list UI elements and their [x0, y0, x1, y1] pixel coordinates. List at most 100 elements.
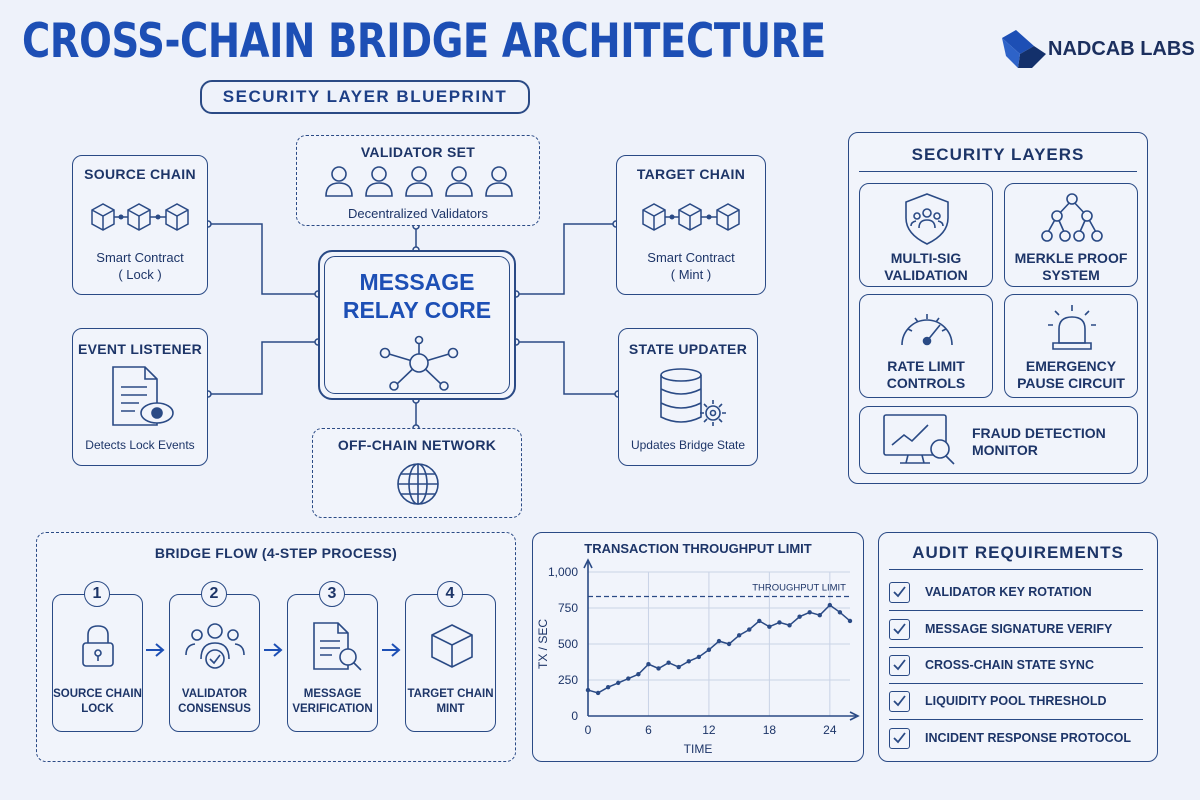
checkbox-checked-icon	[889, 619, 910, 640]
data-point	[736, 633, 742, 638]
data-point	[817, 613, 822, 618]
target-chain-line2: ( Mint )	[670, 267, 712, 282]
gauge-icon	[901, 314, 953, 346]
consensus-users-icon	[185, 623, 245, 669]
data-point	[626, 676, 631, 681]
audit-title: AUDIT REQUIREMENTS	[912, 543, 1124, 562]
logo-text: NADCAB LABS	[1048, 38, 1195, 60]
checkbox-checked-icon	[889, 655, 910, 676]
x-tick-label: 24	[823, 723, 837, 737]
y-tick-label: 1,000	[548, 565, 578, 579]
lock-icon	[82, 625, 114, 667]
validator-set-card: VALIDATOR SET Decentralized Validators	[296, 135, 540, 226]
data-point	[747, 627, 752, 632]
data-point	[787, 623, 792, 628]
x-axis-arrow	[849, 711, 860, 721]
data-point	[585, 687, 591, 693]
data-point	[767, 624, 772, 629]
data-point	[726, 641, 732, 647]
data-point	[757, 618, 762, 624]
event-listener-card: EVENT LISTENER Detects Lock Events	[72, 328, 208, 466]
y-tick-label: 500	[558, 637, 578, 651]
network-hub-icon	[379, 335, 459, 391]
data-point	[636, 672, 641, 677]
validators-icon	[325, 166, 513, 197]
x-tick-label: 0	[585, 723, 592, 737]
validator-set-caption: Decentralized Validators	[348, 206, 488, 221]
target-chain-line1: Smart Contract	[647, 250, 735, 265]
y-axis-arrow	[583, 558, 593, 569]
x-tick-label: 18	[763, 723, 777, 737]
document-eye-icon	[112, 366, 174, 426]
bridge-flow-title: BRIDGE FLOW (4-STEP PROCESS)	[154, 545, 398, 561]
blocks-chain-icon	[642, 203, 740, 231]
source-chain-card: SOURCE CHAIN Smart Contract ( Lock )	[72, 155, 208, 295]
audit-item: MESSAGE SIGNATURE VERIFY	[889, 614, 1143, 648]
database-gear-icon	[660, 368, 726, 426]
chart-title: TRANSACTION THROUGHPUT LIMIT	[584, 541, 812, 556]
document-search-icon	[313, 622, 362, 671]
checkbox-checked-icon	[889, 582, 910, 603]
step-number: 3	[319, 581, 345, 607]
data-point	[656, 666, 661, 671]
checkbox-checked-icon	[889, 691, 910, 712]
step-number: 4	[437, 581, 463, 607]
source-chain-title: SOURCE CHAIN	[84, 166, 196, 182]
state-updater-caption: Updates Bridge State	[630, 438, 746, 452]
y-axis-label: TX / SEC	[536, 619, 550, 669]
data-point	[777, 620, 782, 625]
data-point	[686, 659, 691, 664]
data-point	[605, 685, 611, 690]
x-tick-label: 12	[702, 723, 716, 737]
validator-set-title: VALIDATOR SET	[360, 144, 476, 160]
offchain-network-card: OFF-CHAIN NETWORK	[312, 428, 522, 518]
data-point	[807, 610, 812, 615]
globe-icon	[397, 463, 439, 505]
y-tick-label: 750	[558, 601, 578, 615]
blocks-chain-icon	[91, 203, 189, 231]
event-listener-caption: Detects Lock Events	[85, 438, 195, 452]
data-point	[847, 618, 853, 624]
nadcab-logo-icon	[1002, 30, 1046, 68]
target-chain-card: TARGET CHAIN Smart Contract ( Mint )	[616, 155, 766, 295]
data-point	[696, 654, 702, 660]
relay-core-card: MESSAGE RELAY CORE	[318, 250, 516, 400]
target-chain-title: TARGET CHAIN	[636, 166, 746, 182]
audit-item: LIQUIDITY POOL THRESHOLD	[889, 686, 1143, 720]
relay-core-title: MESSAGE RELAY CORE	[342, 269, 492, 323]
x-tick-label: 6	[645, 723, 652, 737]
audit-item: INCIDENT RESPONSE PROTOCOL	[889, 723, 1143, 756]
data-point	[837, 610, 843, 615]
data-point	[676, 664, 681, 670]
step-number: 2	[201, 581, 227, 607]
state-updater-card: STATE UPDATER Updates Bridge State	[618, 328, 758, 466]
monitor-magnifier-icon	[883, 414, 955, 465]
data-point	[827, 602, 833, 608]
data-point	[595, 690, 601, 696]
state-updater-title: STATE UPDATER	[628, 341, 748, 357]
checkbox-checked-icon	[889, 728, 910, 749]
source-chain-line2: ( Lock )	[118, 267, 162, 282]
audit-item: VALIDATOR KEY ROTATION	[889, 577, 1143, 611]
y-tick-label: 0	[571, 709, 578, 723]
source-chain-line1: Smart Contract	[96, 250, 184, 265]
alarm-icon	[1048, 305, 1096, 350]
data-point	[616, 680, 621, 686]
throughput-chart: TRANSACTION THROUGHPUT LIMIT02505007501,…	[536, 541, 860, 756]
event-listener-title: EVENT LISTENER	[78, 341, 202, 357]
data-point	[716, 638, 722, 644]
threshold-label: THROUGHPUT LIMIT	[752, 582, 846, 593]
